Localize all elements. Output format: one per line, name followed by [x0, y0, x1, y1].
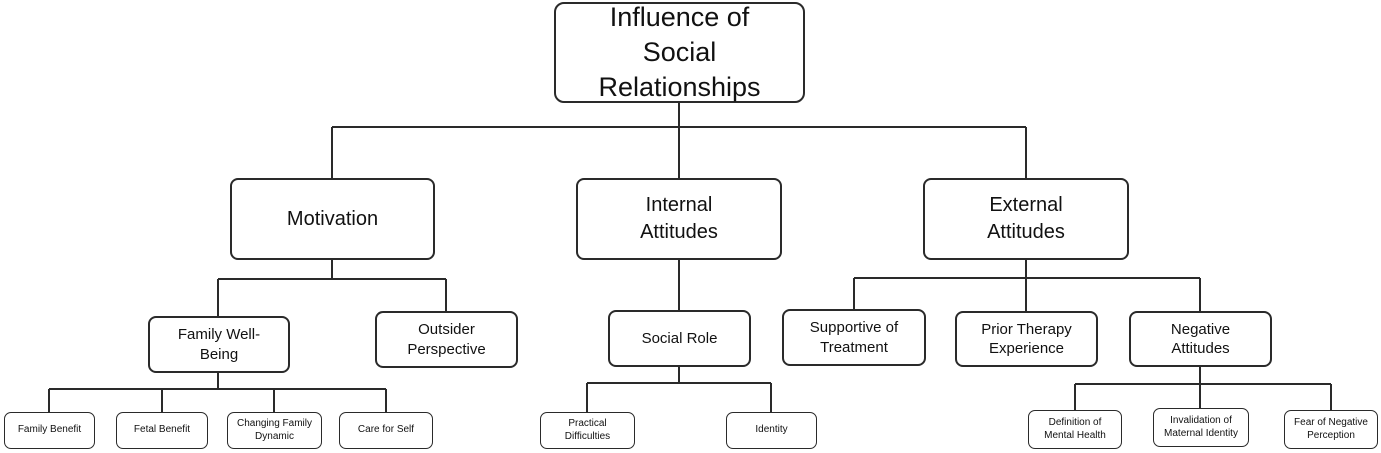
prior-therapy-label: Prior Therapy Experience — [981, 320, 1072, 358]
root-label: Influence of Social Relationships — [598, 1, 761, 103]
family-wellbeing-node: Family Well-Being — [148, 316, 290, 373]
fetal-benefit-label: Fetal Benefit — [133, 424, 191, 436]
definition-of-mental-health-label: Definition of Mental Health — [1044, 417, 1106, 441]
external-attitudes-node: External Attitudes — [923, 178, 1129, 260]
fear-of-negative-perception-node: Fear of Negative Perception — [1284, 410, 1378, 449]
identity-label: Identity — [755, 424, 788, 436]
supportive-of-treatment-label: Supportive of Treatment — [809, 319, 899, 356]
fear-of-negative-perception-label: Fear of Negative Perception — [1294, 417, 1368, 441]
family-benefit-node: Family Benefit — [4, 412, 95, 449]
outsider-perspective-label: Outsider Perspective — [407, 321, 486, 358]
identity-node: Identity — [726, 412, 817, 449]
changing-family-dynamic-label: Changing Family Dynamic — [236, 418, 313, 442]
definition-of-mental-health-node: Definition of Mental Health — [1028, 410, 1122, 449]
prior-therapy-node: Prior Therapy Experience — [955, 311, 1098, 367]
root-node: Influence of Social Relationships — [554, 2, 805, 103]
negative-attitudes-label: Negative Attitudes — [1170, 320, 1231, 358]
care-for-self-node: Care for Self — [339, 412, 433, 449]
invalidation-of-maternal-identity-node: Invalidation of Maternal Identity — [1153, 408, 1249, 447]
invalidation-of-maternal-identity-label: Invalidation of Maternal Identity — [1164, 415, 1238, 439]
internal-attitudes-label: Internal Attitudes — [640, 194, 718, 243]
practical-difficulties-label: Practical Difficulties — [564, 418, 611, 442]
care-for-self-label: Care for Self — [357, 424, 415, 436]
family-wellbeing-label: Family Well-Being — [177, 326, 261, 363]
social-role-label: Social Role — [641, 329, 718, 347]
motivation-label: Motivation — [286, 207, 379, 230]
practical-difficulties-node: Practical Difficulties — [540, 412, 635, 449]
fetal-benefit-node: Fetal Benefit — [116, 412, 208, 449]
external-attitudes-label: External Attitudes — [987, 194, 1065, 243]
family-benefit-label: Family Benefit — [17, 424, 82, 436]
supportive-of-treatment-node: Supportive of Treatment — [782, 309, 926, 366]
outsider-perspective-node: Outsider Perspective — [375, 311, 518, 368]
social-role-node: Social Role — [608, 310, 751, 367]
negative-attitudes-node: Negative Attitudes — [1129, 311, 1272, 367]
changing-family-dynamic-node: Changing Family Dynamic — [227, 412, 322, 449]
internal-attitudes-node: Internal Attitudes — [576, 178, 782, 260]
motivation-node: Motivation — [230, 178, 435, 260]
